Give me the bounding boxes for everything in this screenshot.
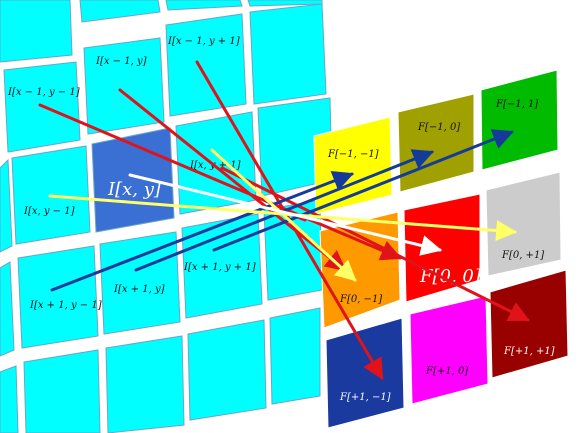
- image-cell: [0, 158, 13, 253]
- label-i-x-ym1: I[x, y − 1]: [23, 206, 75, 217]
- image-cell: [23, 349, 101, 433]
- image-cell: [83, 37, 165, 135]
- label-i-xp1-y: I[x + 1, y]: [113, 284, 165, 295]
- filter-cell-label: F[−1, 1]: [495, 99, 538, 110]
- filter-cell-label: F[+1, −1]: [339, 392, 391, 403]
- image-cell: [79, 0, 161, 23]
- filter-cell-label: F[−1, −1]: [327, 149, 379, 160]
- arrow-yellow: [210, 148, 357, 282]
- filter-cell: [397, 93, 475, 193]
- filter-cell-label: F[0, 0]: [419, 266, 482, 287]
- label-i-xm1-y: I[x − 1, y]: [95, 56, 147, 67]
- label-i-xp1-ym1: I[x + 1, y − 1]: [29, 300, 102, 311]
- filter-cell: [325, 317, 405, 429]
- filter-cell-label: F[0, −1]: [339, 294, 382, 305]
- image-cell: [165, 13, 247, 117]
- label-i-xm1-yp1: I[x − 1, y + 1]: [167, 36, 240, 47]
- image-cell: [99, 231, 181, 335]
- arrow-blue: [212, 129, 514, 252]
- image-cell: [0, 0, 73, 63]
- filter-cell-label: F[0, +1]: [501, 250, 544, 261]
- image-cell: [249, 3, 327, 105]
- arrow-red: [220, 166, 530, 322]
- filter-cell-label: F[+1, +1]: [503, 346, 555, 357]
- label-i-xp1-yp1: I[x + 1, y + 1]: [183, 262, 256, 273]
- image-cell: [0, 261, 15, 357]
- label-i-xm1-ym1: I[x − 1, y − 1]: [7, 87, 80, 98]
- arrow-white: [128, 173, 443, 256]
- image-cell: [187, 319, 267, 421]
- filter-grid: F[−1, −1] F[−1, 0] F[−1, 1] F[0, −1] F[0, 0]…: [313, 69, 569, 429]
- filter-cell-label: F[+1, 0]: [425, 366, 468, 377]
- label-i-x-y: I[x, y]: [107, 179, 162, 200]
- filter-cell: [409, 295, 489, 405]
- image-cell: [269, 307, 321, 405]
- arrow-red: [38, 103, 402, 261]
- image-cell: [165, 0, 243, 11]
- arrow-blue: [50, 171, 354, 292]
- filter-cell: [489, 269, 569, 379]
- arrow-red: [118, 88, 347, 272]
- image-cell: [17, 245, 99, 349]
- image-cell: [0, 365, 19, 433]
- filter-cell: [480, 69, 559, 171]
- image-cell: [105, 335, 185, 433]
- filter-cell: [485, 171, 562, 277]
- filter-cell-label: F[−1, 0]: [417, 122, 460, 133]
- arrows: [38, 60, 530, 380]
